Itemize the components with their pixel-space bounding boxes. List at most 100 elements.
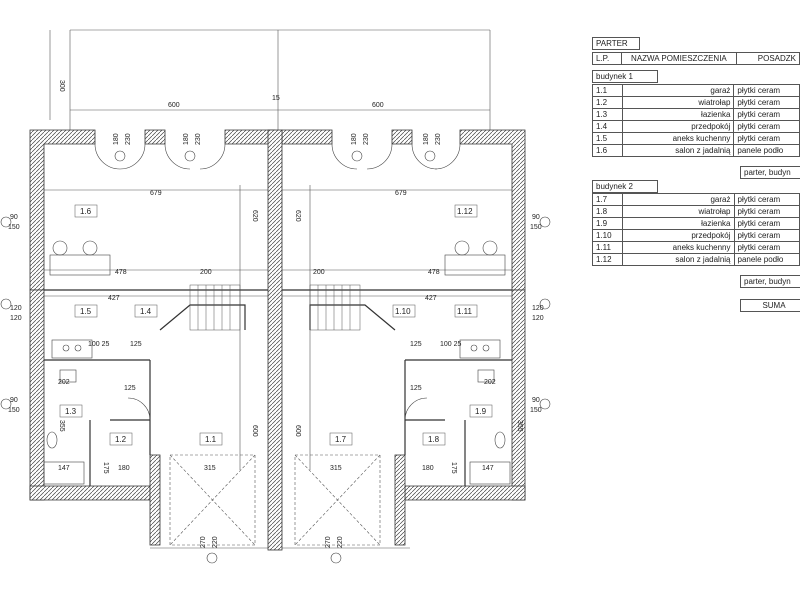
dim-200-left: 200 (200, 269, 212, 276)
dim-180-r-bot: 180 (422, 465, 434, 472)
room-1-7: 1.7 (335, 435, 347, 444)
cell-floor: płytki ceram (733, 217, 800, 230)
dim-620-r: 620 (294, 210, 301, 222)
party-wall (267, 129, 283, 551)
dim-120-l2: 120 (10, 315, 22, 322)
cell-floor: płytki ceram (733, 84, 800, 97)
cell-floor: płytki ceram (733, 120, 800, 133)
dim-150-l2: 150 (8, 407, 20, 414)
dim-147-l: 147 (58, 465, 70, 472)
dim-125-r2: 125 (410, 385, 422, 392)
dimension-texts: 300 600 15 600 679 679 478 478 200 200 4… (8, 80, 544, 548)
dim-120-r2: 120 (532, 315, 544, 322)
dim-600-left: 600 (168, 102, 180, 109)
building-2-label: budynek 2 (592, 180, 658, 193)
cell-floor: panele podło (733, 253, 800, 266)
cell-lp: 1.7 (591, 193, 624, 206)
dim-270-r: 270 (325, 536, 332, 548)
room-1-8: 1.8 (428, 435, 440, 444)
cell-floor: płytki ceram (733, 229, 800, 242)
fixtures (43, 240, 511, 485)
cell-floor: płytki ceram (733, 96, 800, 109)
dim-120-l1: 120 (10, 305, 22, 312)
dim-180-a: 180 (113, 133, 120, 145)
cell-name: łazienka (622, 217, 735, 230)
cell-floor: panele podło (733, 144, 800, 157)
stairs (189, 284, 361, 331)
dim-679-right: 679 (395, 190, 407, 197)
dim-120-r1: 120 (532, 305, 544, 312)
dim-125-r: 125 (410, 341, 422, 348)
dim-180-c: 180 (351, 133, 358, 145)
dim-202-r: 202 (484, 379, 496, 386)
cell-name: wiatrołap (622, 205, 735, 218)
dim-150-r2: 150 (530, 407, 542, 414)
dim-355-l: 355 (58, 420, 65, 432)
room-1-3: 1.3 (65, 407, 77, 416)
dim-90-l2: 90 (10, 397, 18, 404)
walls-left-building (29, 129, 276, 546)
dim-230-b: 230 (195, 133, 202, 145)
dim-230-d: 230 (435, 133, 442, 145)
cell-name: aneks kuchenny (621, 132, 735, 145)
dim-315-r: 315 (330, 465, 342, 472)
dim-90-r1: 90 (532, 214, 540, 221)
room-1-11: 1.11 (457, 307, 473, 316)
cell-floor: płytki ceram (733, 132, 800, 145)
wall-left-top-mid (144, 129, 166, 145)
legend-header-table: L.P. NAZWA POMIESZCZENIA POSADZK (591, 52, 800, 65)
wall-left-bottom (29, 485, 151, 501)
cell-name: aneks kuchenny (622, 241, 735, 254)
cell-lp: 1.11 (591, 241, 624, 254)
dim-270-l: 270 (200, 536, 207, 548)
dim-600-r-v: 600 (294, 425, 301, 437)
wall-left-side (29, 289, 45, 501)
cell-name: salon z jadalnią (621, 144, 735, 157)
cell-lp: 1.2 (592, 96, 623, 109)
cell-lp: 1.4 (592, 120, 623, 133)
dim-600-l-v: 600 (251, 425, 258, 437)
dim-679-left: 679 (150, 190, 162, 197)
dim-15: 15 (272, 95, 280, 102)
wall-right-bottom (404, 485, 526, 501)
dim-150-l1: 150 (8, 224, 20, 231)
cell-lp: 1.5 (592, 132, 623, 145)
dim-175-r: 175 (450, 462, 457, 474)
interior-walls (44, 289, 512, 486)
room-1-9: 1.9 (475, 407, 487, 416)
cell-lp: 1.1 (592, 84, 623, 97)
cell-name: garaż (622, 193, 735, 206)
dim-125-l2: 125 (124, 385, 136, 392)
dim-300: 300 (58, 80, 65, 92)
cell-floor: płytki ceram (733, 241, 800, 254)
cell-name: wiatrołap (621, 96, 735, 109)
room-1-1: 1.1 (205, 435, 217, 444)
cell-floor: płytki ceram (733, 193, 800, 206)
dim-478-left: 478 (115, 269, 127, 276)
dim-427-left: 427 (108, 295, 120, 302)
dim-600-right: 600 (372, 102, 384, 109)
building-1-footer: parter, budyn (740, 166, 800, 179)
door-swings (94, 143, 461, 421)
building-2-footer: parter, budyn (740, 275, 800, 288)
wall-right-top-left (281, 129, 333, 145)
cell-floor: płytki ceram (733, 108, 800, 121)
cell-name: garaż (621, 84, 735, 97)
cell-lp: 1.6 (592, 144, 623, 157)
dim-230-a: 230 (125, 133, 132, 145)
dim-202-l: 202 (58, 379, 70, 386)
window-markers (0, 150, 551, 564)
cell-lp: 1.9 (591, 217, 624, 230)
cell-name: przedpokój (622, 229, 735, 242)
cell-lp: 1.8 (591, 205, 624, 218)
